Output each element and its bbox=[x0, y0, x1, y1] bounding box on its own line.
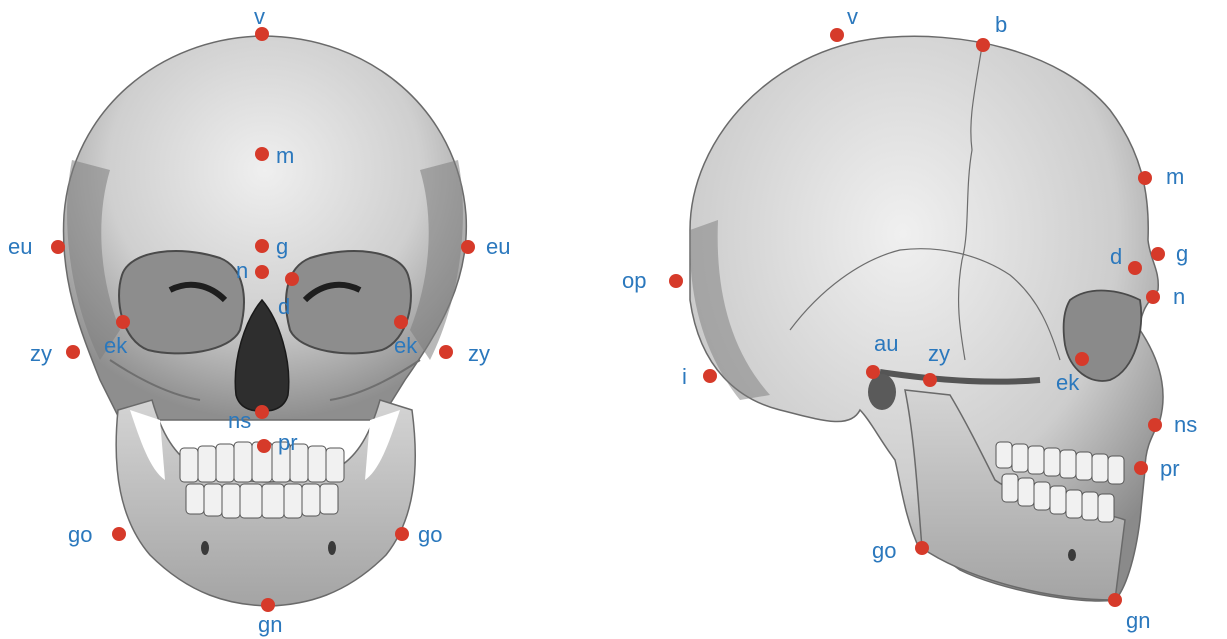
landmark-label: v bbox=[254, 4, 265, 29]
landmark-label: d bbox=[1110, 244, 1122, 269]
landmark-dot bbox=[461, 240, 475, 254]
landmark-dot bbox=[669, 274, 683, 288]
landmark-label: pr bbox=[1160, 456, 1180, 481]
landmark-dot bbox=[703, 369, 717, 383]
landmark-dot bbox=[1151, 247, 1165, 261]
landmark-label: m bbox=[276, 143, 294, 168]
landmark-label: op bbox=[622, 268, 646, 293]
landmark-label: gn bbox=[1126, 608, 1150, 633]
landmark-label: zy bbox=[30, 341, 52, 366]
lateral-skull bbox=[690, 36, 1163, 601]
landmark-dot bbox=[923, 373, 937, 387]
landmark-label: d bbox=[278, 294, 290, 319]
landmark-dot bbox=[51, 240, 65, 254]
landmark-dot bbox=[255, 147, 269, 161]
landmark-dot bbox=[255, 265, 269, 279]
landmark-dot bbox=[255, 239, 269, 253]
landmark-label: ek bbox=[1056, 370, 1080, 395]
landmark-label: go bbox=[68, 522, 92, 547]
landmark-dot bbox=[116, 315, 130, 329]
landmark-label: ek bbox=[104, 333, 128, 358]
landmark-label: i bbox=[682, 364, 687, 389]
landmark-label: gn bbox=[258, 612, 282, 637]
landmark-label: eu bbox=[8, 234, 32, 259]
landmark-label: go bbox=[418, 522, 442, 547]
landmark-label: zy bbox=[468, 341, 490, 366]
landmark-dot bbox=[66, 345, 80, 359]
landmark-label: zy bbox=[928, 341, 950, 366]
landmark-label: go bbox=[872, 538, 896, 563]
landmark-label: b bbox=[995, 12, 1007, 37]
landmark-dot bbox=[257, 439, 271, 453]
landmark-label: m bbox=[1166, 164, 1184, 189]
landmark-label: ek bbox=[394, 333, 418, 358]
landmark-dot bbox=[1146, 290, 1160, 304]
landmark-label: g bbox=[276, 234, 288, 259]
landmark-dot bbox=[261, 598, 275, 612]
landmark-dot bbox=[1128, 261, 1142, 275]
landmark-dot bbox=[1134, 461, 1148, 475]
landmark-dot bbox=[1075, 352, 1089, 366]
landmark-label: n bbox=[1173, 284, 1185, 309]
landmark-label: g bbox=[1176, 241, 1188, 266]
landmark-dot bbox=[255, 27, 269, 41]
landmark-dot bbox=[285, 272, 299, 286]
landmark-dot bbox=[1108, 593, 1122, 607]
landmark-label: ns bbox=[1174, 412, 1197, 437]
landmark-label: eu bbox=[486, 234, 510, 259]
frontal-teeth bbox=[180, 442, 344, 518]
landmark-label: pr bbox=[278, 430, 298, 455]
landmark-dot bbox=[915, 541, 929, 555]
landmark-label: ns bbox=[228, 408, 251, 433]
landmark-dot bbox=[394, 315, 408, 329]
landmark-label: au bbox=[874, 331, 898, 356]
landmark-dot bbox=[830, 28, 844, 42]
landmark-label: n bbox=[236, 258, 248, 283]
landmark-dot bbox=[976, 38, 990, 52]
landmark-dot bbox=[1138, 171, 1152, 185]
landmark-dot bbox=[1148, 418, 1162, 432]
landmark-dot bbox=[112, 527, 126, 541]
landmark-dot bbox=[439, 345, 453, 359]
landmark-label: v bbox=[847, 4, 858, 29]
landmark-dot bbox=[395, 527, 409, 541]
landmark-dot bbox=[866, 365, 880, 379]
landmark-dot bbox=[255, 405, 269, 419]
